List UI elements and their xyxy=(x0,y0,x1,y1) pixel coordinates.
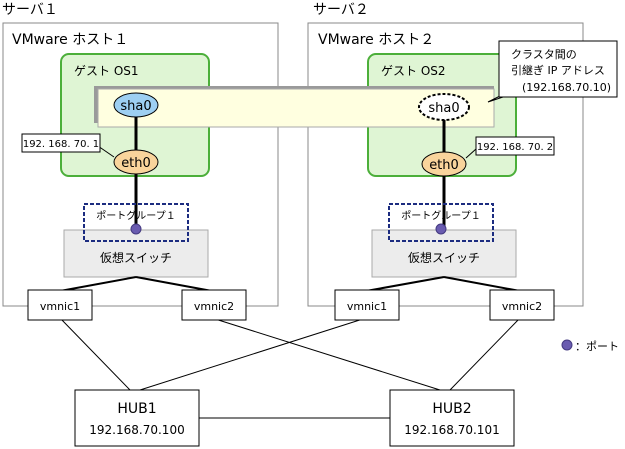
vswitch-left-label: 仮想スイッチ xyxy=(100,250,172,265)
port-right-icon xyxy=(435,223,447,235)
eth0-right-label: eth0 xyxy=(429,158,459,173)
ip-left-label: 192. 168. 70. 1 xyxy=(23,139,99,150)
vmnic2-right-box xyxy=(489,289,555,321)
vswitch-right-vmnic1-line xyxy=(365,276,445,292)
vmnic2-left-label: vmnic2 xyxy=(194,300,234,313)
vmware-host1-label: VMware ホスト１ xyxy=(12,32,128,48)
takeover-callout-line2: 引継ぎ IP アドレス xyxy=(511,63,605,77)
sha0-left-label: sha0 xyxy=(120,99,151,114)
vmnic1-left-label: vmnic1 xyxy=(40,300,80,313)
eth0-right-node xyxy=(421,151,467,177)
legend-port-label: ：ポート xyxy=(575,340,619,353)
ip-left-box xyxy=(21,133,101,153)
sha0-left-node xyxy=(113,92,159,118)
vmnic2-right-label: vmnic2 xyxy=(502,300,542,313)
ip-right-box xyxy=(475,136,555,156)
portgroup-left-box xyxy=(83,203,189,242)
hub1-box xyxy=(74,389,200,447)
ip-right-label: 192. 168. 70. 2 xyxy=(477,142,553,153)
takeover-callout-line1: クラスタ間の xyxy=(511,48,577,61)
vswitch-left-vmnic2-line xyxy=(135,276,213,292)
vswitch-right-box xyxy=(371,229,517,278)
takeover-callout-box xyxy=(498,40,618,98)
legend-port-icon xyxy=(561,339,573,351)
hub1-name: HUB1 xyxy=(117,401,156,417)
takeover-callout-line3: (192.168.70.10) xyxy=(522,81,611,94)
vmnic1-right-label: vmnic1 xyxy=(347,300,387,313)
vswitch-right-label: 仮想スイッチ xyxy=(408,250,480,265)
vswitch-left-vmnic1-line xyxy=(59,276,137,292)
portgroup-right-label: ポートグループ１ xyxy=(401,209,480,222)
link-vmnic1l-hub1 xyxy=(59,317,131,391)
port-left-icon xyxy=(130,223,142,235)
eth0-left-node xyxy=(113,149,159,175)
ip-left-pointer xyxy=(97,145,115,158)
link-vmnic1r-hub1 xyxy=(139,317,367,391)
ip-right-pointer xyxy=(465,148,477,159)
eth0-left-label: eth0 xyxy=(121,156,151,171)
hub1-ip: 192.168.70.100 xyxy=(89,423,184,437)
hub2-box xyxy=(389,389,515,447)
vmnic1-right-box xyxy=(334,289,400,321)
vswitch-right-vmnic2-line xyxy=(443,276,521,292)
sha0-right-label: sha0 xyxy=(428,101,459,116)
sha0-right-node xyxy=(418,93,470,121)
portgroup-right-box xyxy=(388,203,494,242)
guest-os1-label: ゲスト OS1 xyxy=(74,64,139,78)
hub2-name: HUB2 xyxy=(432,401,471,417)
vmware-host2-label: VMware ホスト２ xyxy=(318,32,434,48)
server2-label: サーバ２ xyxy=(313,2,369,18)
link-vmnic2r-hub2 xyxy=(449,317,521,391)
hub2-ip: 192.168.70.101 xyxy=(404,423,499,437)
server1-label: サーバ１ xyxy=(2,2,58,18)
portgroup-left-label: ポートグループ１ xyxy=(96,209,175,222)
guest-os2-label: ゲスト OS2 xyxy=(381,64,446,78)
vmnic1-left-box xyxy=(27,289,93,321)
link-vmnic2l-hub2 xyxy=(211,317,441,391)
vmnic2-left-box xyxy=(181,289,247,321)
